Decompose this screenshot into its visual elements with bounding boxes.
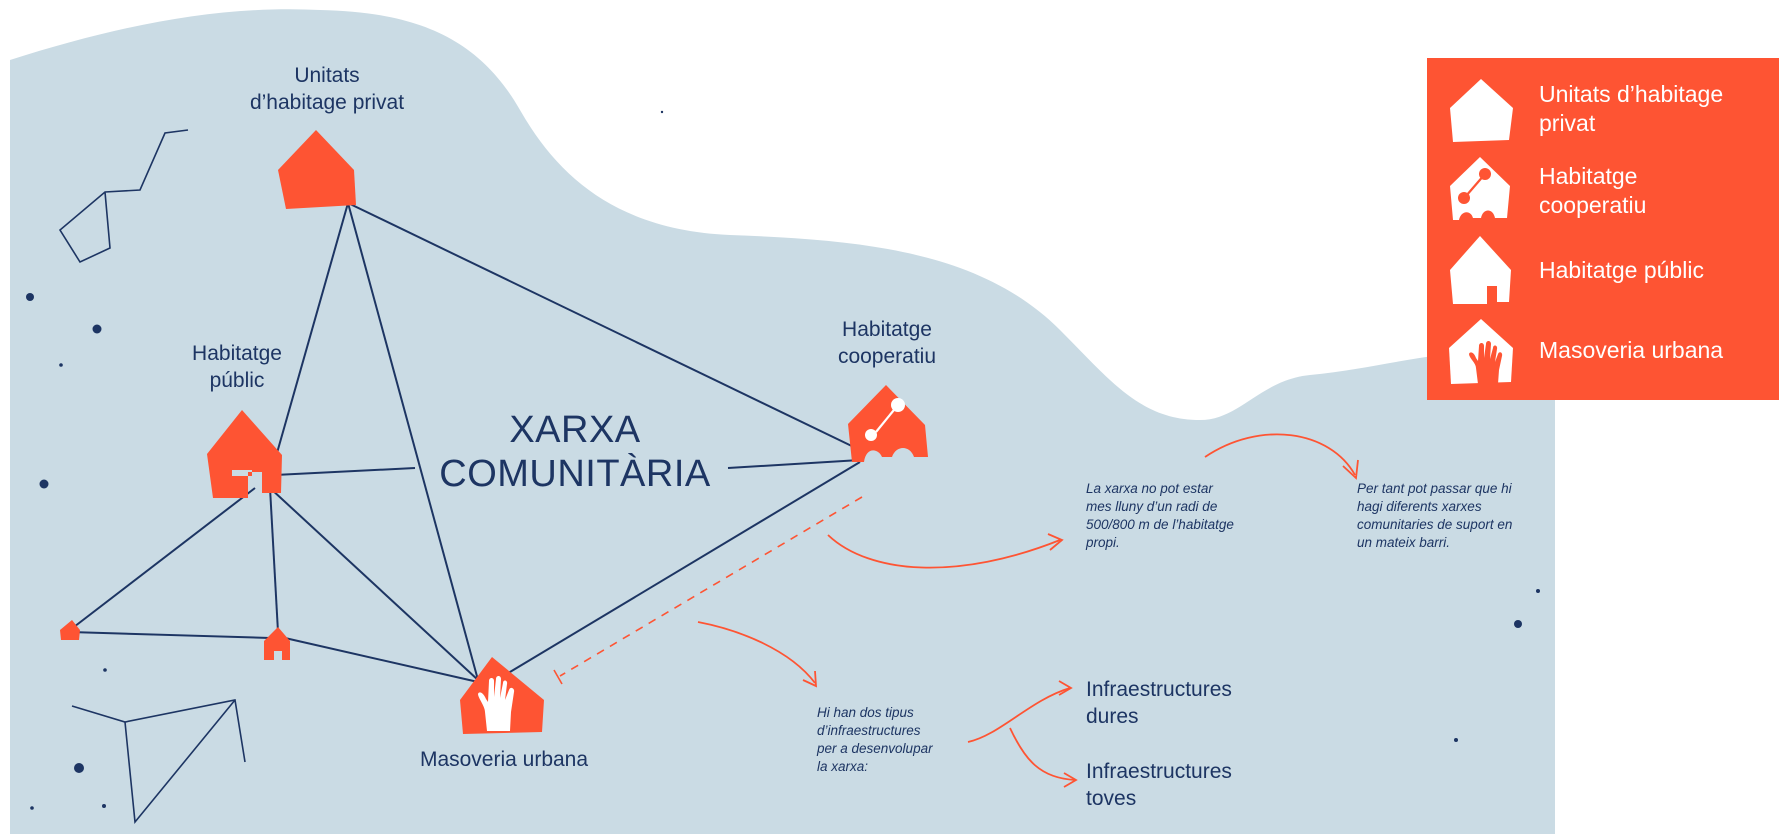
hand-icon (478, 676, 515, 731)
legend-label: Masoveria urbana (1539, 337, 1724, 363)
radius-note: La xarxa no pot estar mes lluny d’un rad… (1086, 481, 1234, 550)
hard-infrastructure-label: Infraestructures dures (1086, 678, 1232, 728)
legend-item-masoveria: Masoveria urbana (1427, 316, 1779, 388)
arrow-to-multiple-note (1204, 433, 1356, 476)
dashed-connection-end (553, 669, 563, 685)
small-house-icon (60, 620, 80, 640)
arrow-to-hard-infra (967, 687, 1071, 743)
legend-panel: Unitats d’habitage privat Habitatge coop… (1427, 58, 1779, 400)
legend-item-cooperative: Habitatge cooperatiu (1427, 154, 1779, 226)
masoveria-label: Masoveria urbana (419, 748, 589, 771)
legend-item-private: Unitats d’habitage privat (1427, 76, 1779, 144)
small-public-house-icon (264, 627, 290, 660)
arrow-to-infra-note (697, 621, 816, 684)
network-lines (69, 202, 861, 683)
cooperative-house-icon (848, 385, 928, 462)
private-housing-label: Unitats d’habitage privat (249, 64, 405, 114)
legend-label: Habitatge cooperatiu (1539, 163, 1647, 218)
cooperative-network-icon (865, 398, 905, 441)
constellation-decoration (58, 129, 246, 824)
cooperative-housing-label: Habitatge cooperatiu (837, 318, 937, 368)
infrastructure-types-note: Hi han dos tipus d’infraestructures per … (817, 705, 933, 774)
dot-decoration (26, 110, 1540, 810)
public-house-icon (207, 410, 282, 498)
public-housing-label: Habitatge públic (192, 342, 282, 392)
diagram-title: XARXA COMUNITÀRIA (439, 409, 711, 495)
legend-label: Habitatge públic (1539, 257, 1704, 283)
private-house-icon (278, 130, 356, 209)
legend-label: Unitats d’habitage privat (1539, 81, 1724, 136)
private-house-icon (1450, 79, 1513, 142)
arrows (697, 433, 1359, 788)
public-house-icon (1450, 236, 1511, 304)
cooperative-house-icon (1450, 157, 1510, 220)
background-blob (10, 9, 1555, 834)
legend-item-public: Habitatge públic (1427, 234, 1779, 306)
soft-infrastructure-label: Infraestructures toves (1086, 760, 1232, 810)
multiple-networks-note: Per tant pot passar que hi hagi diferent… (1357, 481, 1513, 550)
dashed-connection (559, 496, 863, 677)
masoveria-house-icon (1449, 319, 1513, 384)
arrow-to-soft-infra (1009, 727, 1076, 781)
arrow-to-radius-note (827, 534, 1061, 569)
